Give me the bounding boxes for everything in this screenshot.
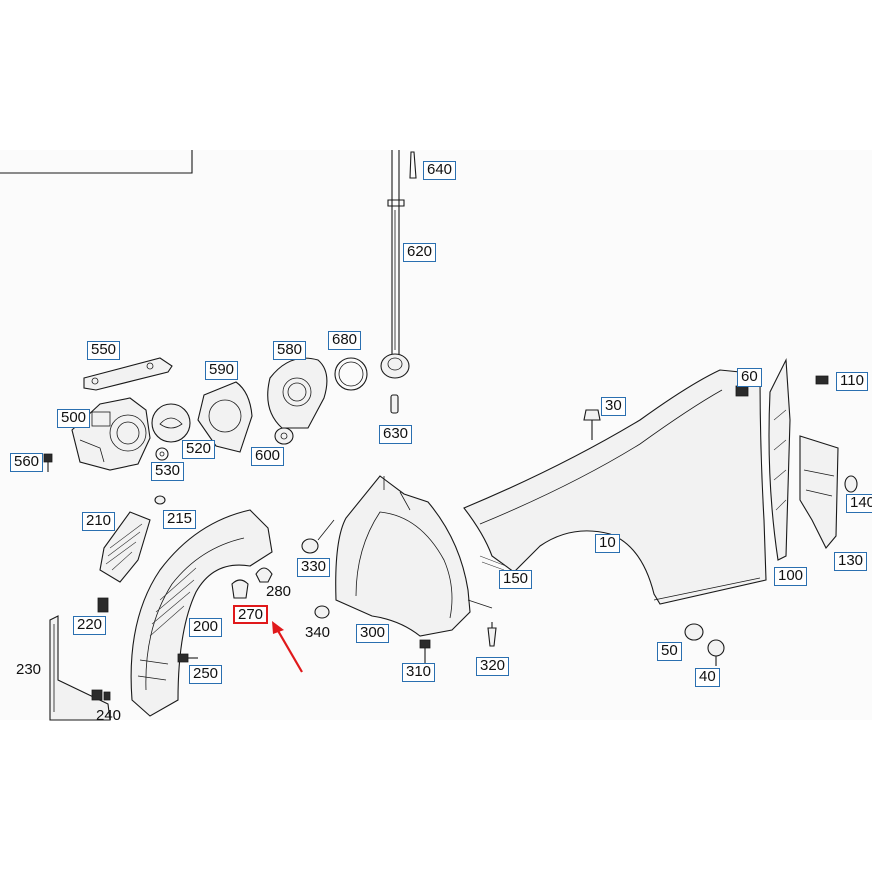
pin-630	[390, 394, 399, 414]
label-230: 230	[16, 661, 42, 678]
callout-130[interactable]: 130	[834, 552, 868, 571]
callout-40[interactable]: 40	[695, 668, 720, 687]
bracket-100	[768, 357, 791, 561]
frame-corner	[0, 150, 193, 174]
clip-240	[91, 689, 111, 701]
callout-530[interactable]: 530	[151, 462, 185, 481]
callout-30[interactable]: 30	[601, 397, 626, 416]
callout-300[interactable]: 300	[356, 624, 390, 643]
plate-590	[197, 381, 253, 453]
callout-620[interactable]: 620	[403, 243, 437, 262]
callout-270-highlighted[interactable]: 270	[233, 605, 269, 624]
antenna-gasket-680	[334, 357, 368, 391]
callout-550[interactable]: 550	[87, 341, 121, 360]
callout-150[interactable]: 150	[499, 570, 533, 589]
callout-680[interactable]: 680	[328, 331, 362, 350]
callout-140[interactable]: 140	[846, 494, 872, 513]
clip-280-part	[255, 567, 273, 583]
callout-520[interactable]: 520	[182, 440, 216, 459]
screw-560	[43, 453, 53, 472]
callout-60[interactable]: 60	[737, 368, 762, 387]
clip-220	[97, 597, 109, 613]
bolt-30	[583, 409, 601, 440]
label-280: 280	[266, 583, 292, 600]
clip-340-part	[314, 605, 330, 619]
callout-330[interactable]: 330	[297, 558, 331, 577]
callout-320[interactable]: 320	[476, 657, 510, 676]
wheel-liner-300	[335, 475, 493, 637]
bolt-60	[735, 385, 749, 397]
label-340: 340	[305, 624, 331, 641]
rivet-320	[487, 622, 497, 647]
callout-200[interactable]: 200	[189, 618, 223, 637]
callout-310[interactable]: 310	[402, 663, 436, 682]
strip-550	[83, 357, 173, 391]
callout-10[interactable]: 10	[595, 534, 620, 553]
strip-150	[479, 555, 507, 571]
screw-250	[177, 653, 198, 663]
callout-630[interactable]: 630	[379, 425, 413, 444]
clip-330-part	[301, 519, 335, 554]
callout-50[interactable]: 50	[657, 642, 682, 661]
clip-110-part	[815, 375, 829, 385]
washer-530	[155, 447, 169, 461]
callout-220[interactable]: 220	[73, 616, 107, 635]
screw-310	[419, 639, 431, 664]
mudflap-230	[49, 615, 111, 721]
bracket-580	[267, 357, 328, 429]
washer-600	[274, 427, 294, 445]
actuator-500	[71, 397, 151, 471]
antenna-rod-part	[387, 150, 417, 355]
clip-215	[154, 495, 166, 505]
bolt-40	[707, 639, 725, 666]
cover-520	[151, 403, 191, 443]
grille-210	[99, 511, 151, 583]
fender-10	[463, 369, 767, 605]
callout-210[interactable]: 210	[82, 512, 116, 531]
callout-500[interactable]: 500	[57, 409, 91, 428]
panel-130	[799, 435, 839, 549]
clip-270-part	[231, 579, 249, 599]
antenna-base	[380, 353, 410, 379]
wheel-liner-200	[130, 509, 273, 717]
callout-600[interactable]: 600	[251, 447, 285, 466]
callout-215[interactable]: 215	[163, 510, 197, 529]
callout-580[interactable]: 580	[273, 341, 307, 360]
clip-140-part	[844, 475, 858, 493]
callout-590[interactable]: 590	[205, 361, 239, 380]
callout-250[interactable]: 250	[189, 665, 223, 684]
nut-50	[684, 623, 704, 641]
callout-110[interactable]: 110	[836, 372, 868, 391]
callout-640[interactable]: 640	[423, 161, 457, 180]
callout-100[interactable]: 100	[774, 567, 808, 586]
highlight-arrow	[272, 621, 303, 673]
label-240: 240	[96, 707, 122, 724]
callout-560[interactable]: 560	[10, 453, 44, 472]
